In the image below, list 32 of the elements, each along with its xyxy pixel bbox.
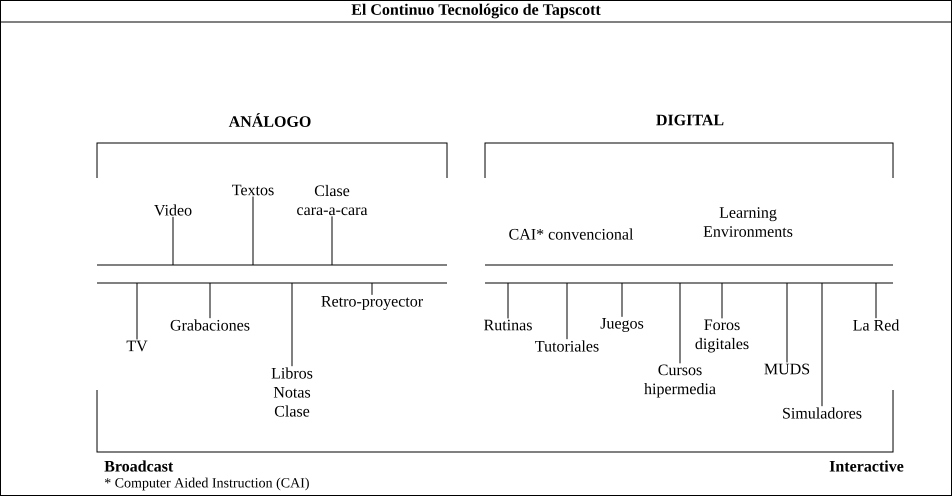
leader-line: [566, 283, 568, 340]
continuum-line: [96, 264, 448, 266]
label: DIGITAL: [656, 114, 724, 126]
continuum-line: [484, 264, 894, 266]
item-label: Cursos hipermedia: [644, 364, 716, 398]
label: CAI* convencional: [509, 228, 634, 240]
leader-line: [252, 196, 254, 265]
leader-line: [786, 283, 788, 363]
item-label: Simuladores: [783, 407, 862, 419]
leader-line: [172, 216, 174, 265]
continuum-line: [96, 282, 448, 284]
continuum-line: [484, 282, 894, 284]
item-label: Tutoriales: [535, 340, 599, 352]
item-label: TV: [126, 340, 148, 352]
item-label: Foros digitales: [695, 320, 749, 352]
label: Broadcast: [104, 460, 174, 472]
label: ANÁLOGO: [228, 113, 311, 127]
item-label: La Red: [853, 319, 900, 331]
item-label: Juegos: [600, 318, 644, 332]
title: El Continuo Tecnológico de Tapscott: [352, 4, 601, 18]
label: Learning Environments: [704, 207, 792, 237]
item-label: Retro-proyector: [321, 296, 423, 310]
item-label: Clase cara-a-cara: [297, 184, 368, 216]
item-label: Libros Notas Clase: [272, 367, 312, 417]
item-label: Textos: [232, 184, 274, 196]
leader-line: [136, 283, 138, 340]
label: Interactive: [830, 460, 904, 472]
label: * Computer Aided Instruction (CAI): [104, 478, 309, 490]
item-label: Video: [154, 204, 192, 216]
item-label: MUDS: [764, 364, 810, 374]
item-label: Grabaciones: [170, 319, 250, 331]
item-label: Rutinas: [484, 320, 532, 330]
